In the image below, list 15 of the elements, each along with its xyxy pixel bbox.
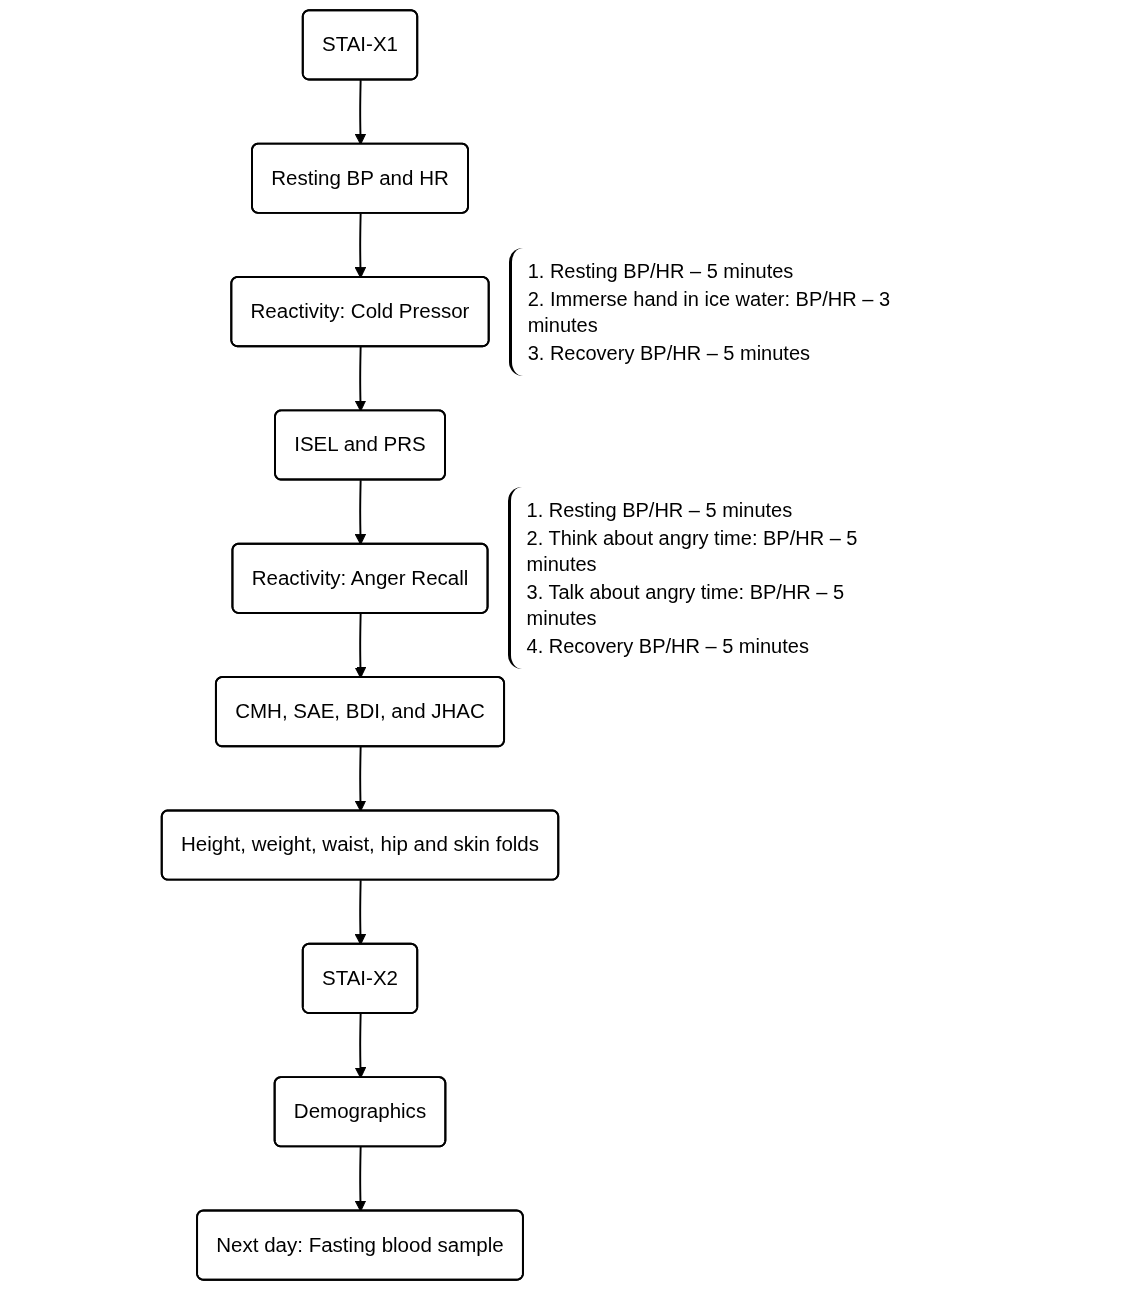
list-item: 3. Talk about angry time: BP/HR – 5 minutes bbox=[526, 580, 846, 632]
arrow bbox=[354, 479, 367, 545]
list-item: 2. Think about angry time: BP/HR – 5 minutes bbox=[526, 526, 859, 578]
arrow bbox=[354, 746, 367, 812]
arrow bbox=[354, 1146, 367, 1212]
list-item: 3. Recovery BP/HR – 5 minutes bbox=[527, 340, 812, 366]
arrow bbox=[354, 612, 367, 679]
arrow bbox=[354, 79, 367, 145]
list-item: 1. Resting BP/HR – 5 minutes bbox=[526, 498, 794, 524]
list-item: 1. Resting BP/HR – 5 minutes bbox=[527, 258, 795, 284]
list-item: 2. Immerse hand in ice water: BP/HR – 3 minutes bbox=[527, 286, 892, 338]
arrow bbox=[354, 1012, 367, 1079]
arrow bbox=[354, 345, 367, 412]
list-item: 4. Recovery BP/HR – 5 minutes bbox=[526, 634, 810, 660]
arrow bbox=[354, 879, 367, 945]
